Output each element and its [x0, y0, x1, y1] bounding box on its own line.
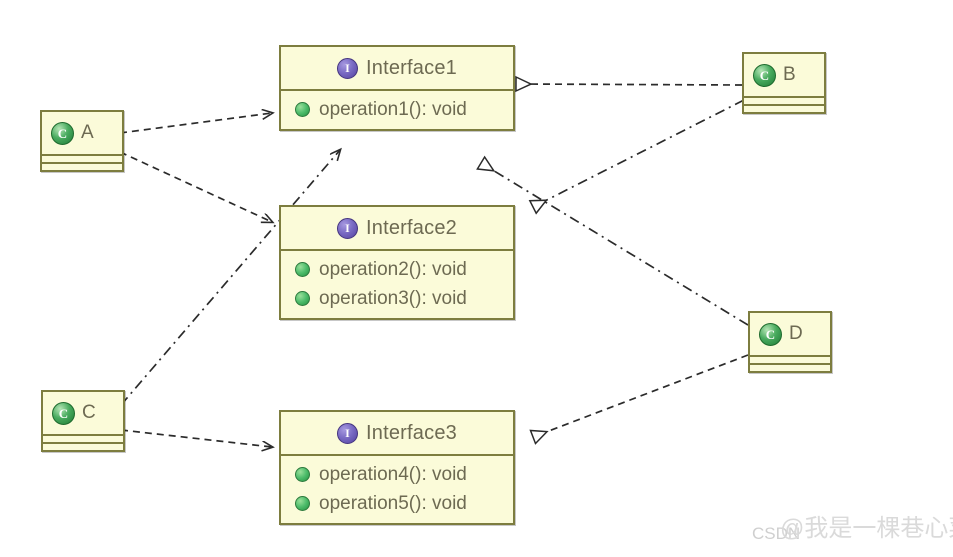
connector-c-to-interface3 — [120, 429, 272, 447]
connector-b-to-interface1 — [515, 75, 743, 93]
class-d-header: C D — [750, 313, 830, 355]
operation-label: operation5(): void — [319, 492, 467, 514]
interface3-title-bar: I Interface3 — [281, 412, 513, 456]
class-a-header: C A — [42, 112, 122, 154]
operation-row[interactable]: operation5(): void — [281, 489, 513, 518]
class-a-operations-compartment — [42, 162, 122, 170]
class-icon: C — [52, 401, 75, 425]
interface-box-interface2[interactable]: I Interface2 operation2(): void operatio… — [279, 205, 515, 320]
interface1-name: Interface1 — [366, 56, 457, 79]
interface-icon-letter: I — [345, 221, 350, 235]
class-box-c[interactable]: C C — [41, 390, 125, 452]
interface2-title-bar: I Interface2 — [281, 207, 513, 251]
operation-icon — [295, 291, 310, 306]
operation-label: operation1(): void — [319, 98, 467, 120]
interface-icon-letter: I — [345, 61, 350, 75]
operation-row[interactable]: operation4(): void — [281, 460, 513, 489]
class-box-b[interactable]: C B — [742, 52, 826, 114]
class-b-name: B — [783, 64, 796, 85]
class-a-attributes-compartment — [42, 154, 122, 162]
class-box-d[interactable]: C D — [748, 311, 832, 373]
operation-icon — [295, 496, 310, 511]
class-icon-letter: C — [765, 326, 776, 342]
class-icon-letter: C — [58, 405, 69, 421]
class-c-name: C — [82, 402, 96, 423]
interface-icon: I — [337, 217, 359, 239]
class-icon: C — [51, 121, 74, 145]
operation-icon — [295, 262, 310, 277]
operation-label: operation3(): void — [319, 287, 467, 309]
class-icon: C — [753, 63, 776, 87]
connector-d-to-interface1 — [476, 155, 749, 326]
class-d-attributes-compartment — [750, 355, 830, 363]
interface1-operations: operation1(): void — [281, 91, 513, 129]
class-a-name: A — [81, 122, 94, 143]
csdn-watermark: CSDN — [752, 524, 801, 543]
interface1-title-bar: I Interface1 — [281, 47, 513, 91]
interface-box-interface1[interactable]: I Interface1 operation1(): void — [279, 45, 515, 131]
interface2-operations: operation2(): void operation3(): void — [281, 251, 513, 318]
class-b-header: C B — [744, 54, 824, 96]
class-b-operations-compartment — [744, 104, 824, 112]
class-c-attributes-compartment — [43, 434, 123, 442]
connector-d-to-interface3 — [529, 354, 749, 445]
operation-label: operation4(): void — [319, 463, 467, 485]
connector-a-to-interface1 — [119, 113, 272, 134]
interface-icon: I — [337, 422, 359, 444]
operation-icon — [295, 102, 310, 117]
class-d-operations-compartment — [750, 363, 830, 371]
operation-row[interactable]: operation1(): void — [281, 95, 513, 124]
connector-a-to-interface2 — [119, 151, 272, 222]
operation-label: operation2(): void — [319, 258, 467, 280]
class-d-name: D — [789, 323, 803, 344]
class-b-attributes-compartment — [744, 96, 824, 104]
interface-icon-letter: I — [345, 426, 350, 440]
operation-icon — [295, 467, 310, 482]
class-icon-letter: C — [57, 125, 68, 141]
interface3-name: Interface3 — [366, 421, 457, 444]
author-watermark: @我是一棵巷心菜 — [780, 515, 953, 542]
class-c-header: C C — [43, 392, 123, 434]
interface-icon: I — [337, 57, 359, 79]
interface-box-interface3[interactable]: I Interface3 operation4(): void operatio… — [279, 410, 515, 525]
interface3-operations: operation4(): void operation5(): void — [281, 456, 513, 523]
connector-b-to-interface2 — [528, 99, 745, 215]
class-c-operations-compartment — [43, 442, 123, 450]
operation-row[interactable]: operation3(): void — [281, 284, 513, 313]
interface2-name: Interface2 — [366, 216, 457, 239]
class-icon-letter: C — [759, 67, 770, 83]
operation-row[interactable]: operation2(): void — [281, 255, 513, 284]
class-icon: C — [759, 322, 782, 346]
class-box-a[interactable]: C A — [40, 110, 124, 172]
